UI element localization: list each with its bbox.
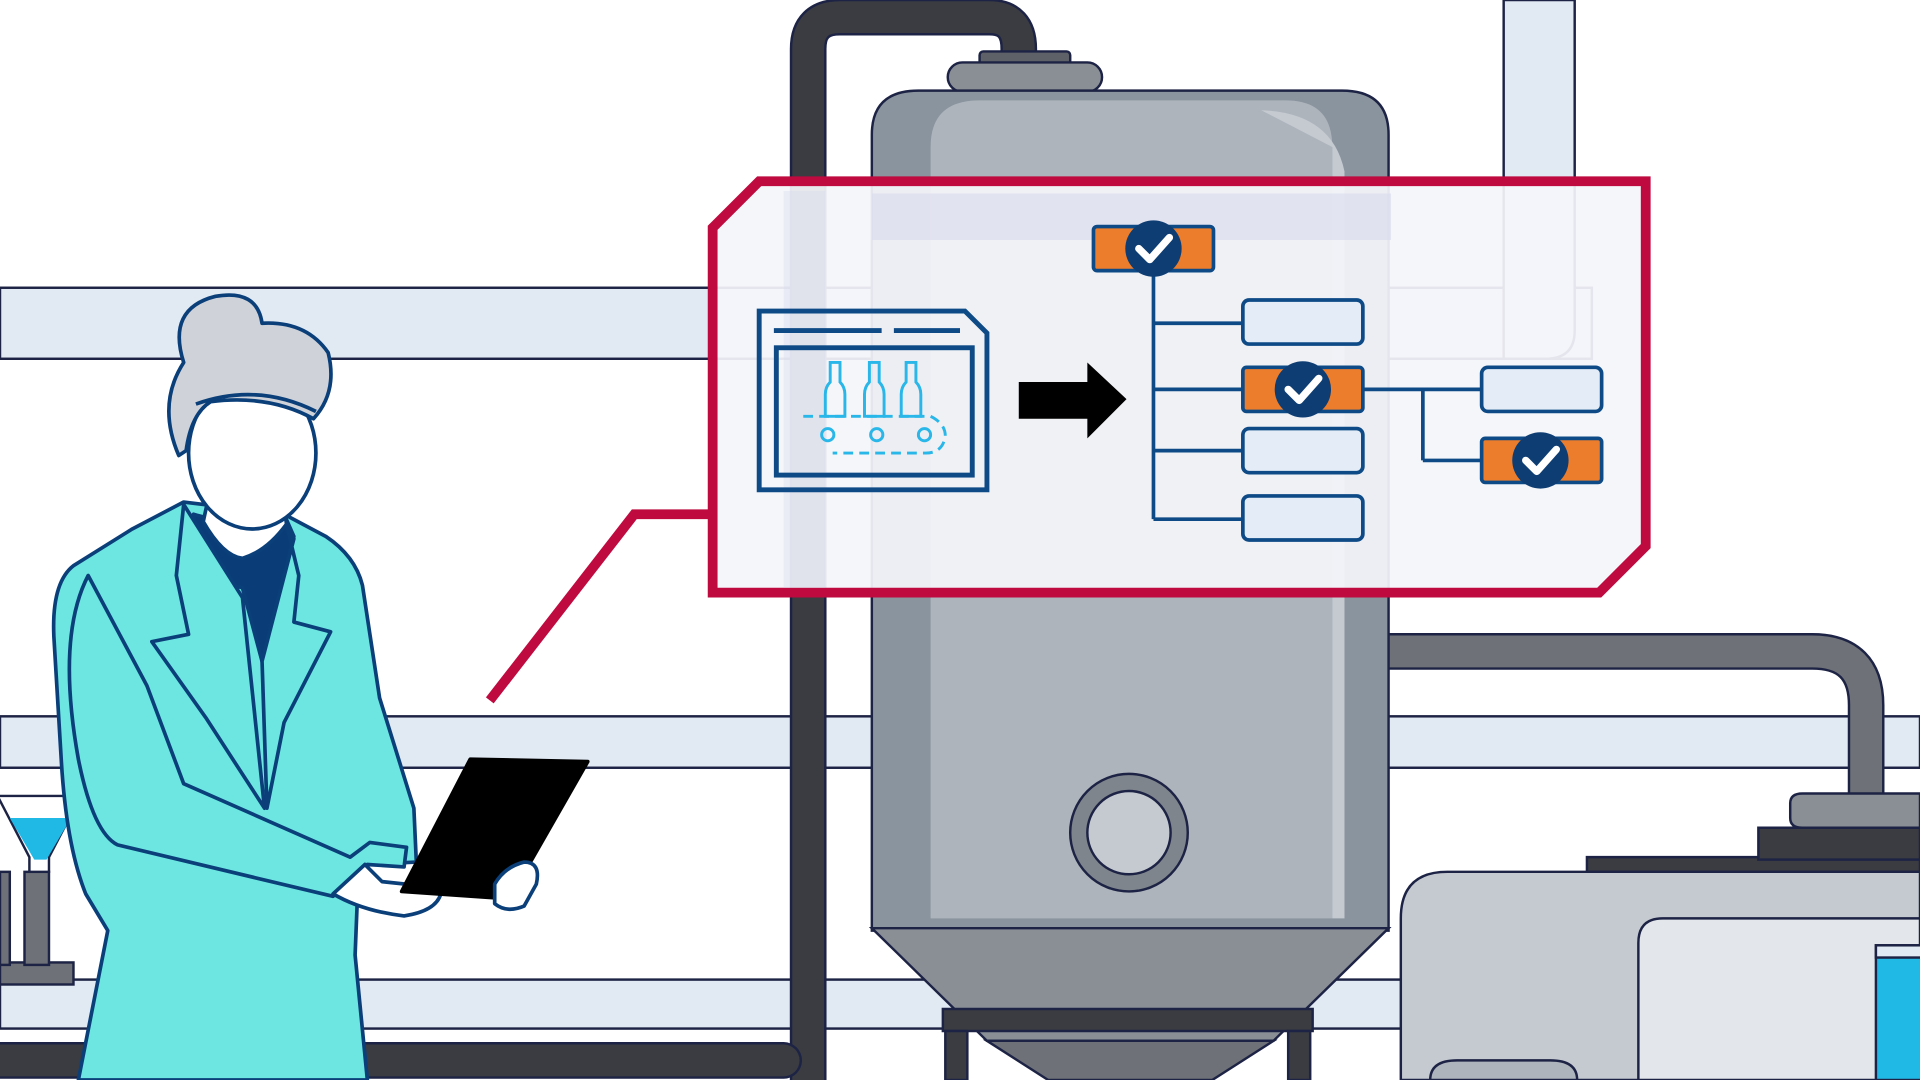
- right-arrow-icon: [1018, 362, 1127, 439]
- bottling-line-monitor-icon: [756, 308, 990, 493]
- check-badges: [1125, 220, 1569, 489]
- level1-node-4: [1241, 494, 1365, 542]
- callout-pointer: [485, 509, 711, 704]
- level1-node-3: [1241, 426, 1365, 475]
- tint-band: [783, 191, 826, 588]
- callout-panel: [707, 176, 1651, 598]
- level1-node-1: [1241, 298, 1365, 346]
- checkmark-icon: [1274, 361, 1332, 418]
- level2-node-1: [1479, 365, 1604, 414]
- hierarchy-connectors: [1151, 271, 1482, 522]
- funnel-stand: [0, 794, 83, 986]
- lab-worker: [51, 293, 590, 1080]
- checkmark-icon: [1512, 432, 1569, 489]
- processing-machine: [1399, 792, 1920, 1080]
- checkmark-icon: [1125, 220, 1182, 277]
